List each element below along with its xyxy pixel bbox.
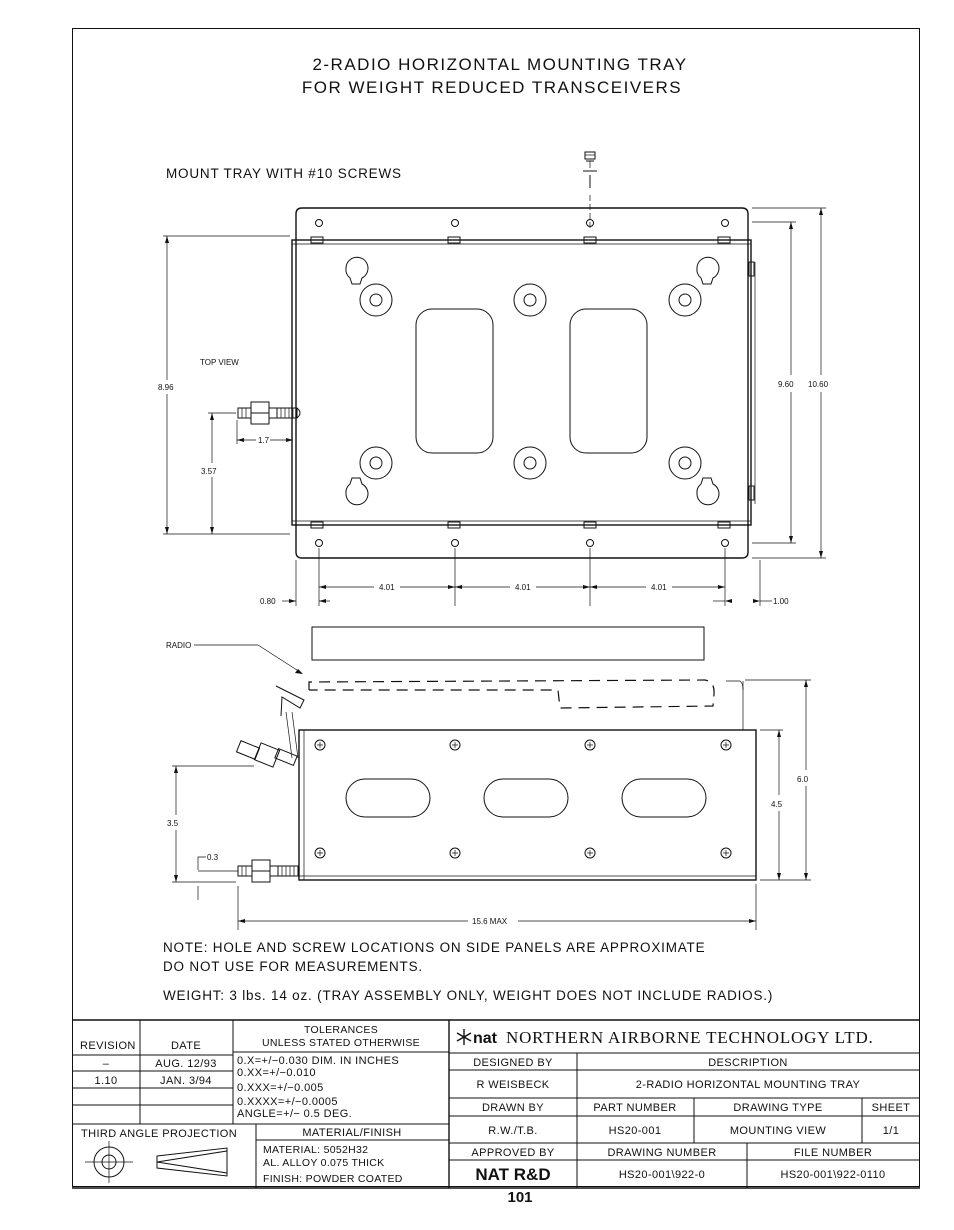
note-line1: NOTE: HOLE AND SCREW LOCATIONS ON SIDE P… <box>163 940 705 955</box>
description-label: DESCRIPTION <box>708 1057 788 1069</box>
dim-hole-spacing-3: 4.01 <box>651 583 667 592</box>
drawn-by-label: DRAWN BY <box>482 1102 544 1114</box>
drawing-number-value: HS20-001\922-0 <box>619 1169 705 1181</box>
tolerance-line3: 0.XXX=+/−0.005 <box>237 1082 324 1094</box>
projection-label: THIRD ANGLE PROJECTION <box>81 1128 237 1140</box>
designed-by-value: R WEISBECK <box>476 1079 549 1091</box>
company-name: NORTHERN AIRBORNE TECHNOLOGY LTD. <box>506 1028 874 1047</box>
revision-header: REVISION <box>80 1040 136 1052</box>
dim-edge-080: 0.80 <box>260 597 276 606</box>
dim-side-03: 0.3 <box>207 853 219 862</box>
file-number-label: FILE NUMBER <box>794 1147 872 1159</box>
title-block: REVISION DATE – AUG. 12/93 1.10 JAN. 3/9… <box>72 1019 920 1189</box>
mount-note: MOUNT TRAY WITH #10 SCREWS <box>166 166 402 181</box>
dim-hole-spacing-1: 4.01 <box>379 583 395 592</box>
drawing-border <box>72 28 920 1187</box>
top-view-label: TOP VIEW <box>200 358 239 367</box>
drawn-by-value: R.W./T.B. <box>488 1125 537 1137</box>
file-number-value: HS20-001\922-0110 <box>780 1169 885 1181</box>
approved-by-label: APPROVED BY <box>471 1147 555 1159</box>
tolerance-line4: 0.XXXX=+/−0.0005 <box>237 1096 338 1108</box>
tolerance-line5: ANGLE=+/− 0.5 DEG. <box>237 1108 352 1120</box>
tolerance-line1: 0.X=+/−0.030 DIM. IN INCHES <box>237 1055 399 1067</box>
revision-1-date: AUG. 12/93 <box>155 1058 216 1070</box>
tolerances-header: TOLERANCES <box>304 1024 378 1036</box>
top-view: TOP VIEW <box>200 207 756 559</box>
nat-logo: nat <box>456 1029 498 1047</box>
revision-2-date: JAN. 3/94 <box>160 1075 212 1087</box>
dim-outer-1060: 10.60 <box>808 380 829 389</box>
drawing-number-label: DRAWING NUMBER <box>607 1147 716 1159</box>
screw-icon <box>583 151 597 230</box>
material-line2: AL. ALLOY 0.075 THICK <box>263 1157 384 1169</box>
material-line1: MATERIAL: 5052H32 <box>263 1144 368 1156</box>
date-header: DATE <box>171 1040 201 1052</box>
tolerances-subheader: UNLESS STATED OTHERWISE <box>262 1037 420 1049</box>
sheet-label: SHEET <box>872 1102 911 1114</box>
dim-height-896: 8.96 <box>158 383 174 392</box>
dim-length-max: 15.6 MAX <box>472 917 508 926</box>
dim-inner-960: 9.60 <box>778 380 794 389</box>
page-number: 101 <box>507 1189 532 1206</box>
third-angle-projection-symbol <box>85 1141 228 1183</box>
sheet-value: 1/1 <box>883 1125 900 1137</box>
side-view-dimensions: 6.0 4.5 3.5 0.3 15.6 MAX <box>167 679 811 930</box>
approved-by-value: NAT R&D <box>475 1165 550 1184</box>
radio-label: RADIO <box>166 641 191 650</box>
dim-edge-100: 1.00 <box>773 597 789 606</box>
dim-offset-17: 1.7 <box>258 436 270 445</box>
description-value: 2-RADIO HORIZONTAL MOUNTING TRAY <box>636 1079 861 1091</box>
top-view-dimensions: 8.96 3.57 1.7 9.60 10.60 <box>158 207 829 606</box>
designed-by-label: DESIGNED BY <box>473 1057 553 1069</box>
radio-outline-box <box>311 626 705 661</box>
dim-offset-357: 3.57 <box>201 467 217 476</box>
side-view: RADIO <box>166 626 757 883</box>
drawing-type-label: DRAWING TYPE <box>733 1102 822 1114</box>
dim-hole-spacing-2: 4.01 <box>515 583 531 592</box>
drawing-title-line2: FOR WEIGHT REDUCED TRANSCEIVERS <box>302 78 682 97</box>
part-number-value: HS20-001 <box>609 1125 662 1137</box>
tolerance-line2: 0.XX=+/−0.010 <box>237 1067 316 1079</box>
material-line3: FINISH: POWDER COATED <box>263 1173 403 1185</box>
part-number-label: PART NUMBER <box>593 1102 676 1114</box>
dim-side-45: 4.5 <box>771 800 783 809</box>
note-line2: DO NOT USE FOR MEASUREMENTS. <box>163 959 423 974</box>
dim-side-35: 3.5 <box>167 819 179 828</box>
weight-note: WEIGHT: 3 lbs. 14 oz. (TRAY ASSEMBLY ONL… <box>163 988 773 1003</box>
material-header: MATERIAL/FINISH <box>302 1127 401 1139</box>
drawing-type-value: MOUNTING VIEW <box>730 1125 826 1137</box>
revision-1: – <box>103 1058 110 1070</box>
drawing-title-line1: 2-RADIO HORIZONTAL MOUNTING TRAY <box>312 55 687 74</box>
company-logo-text: nat <box>473 1030 498 1047</box>
dim-side-60: 6.0 <box>797 775 809 784</box>
revision-2: 1.10 <box>94 1075 117 1087</box>
